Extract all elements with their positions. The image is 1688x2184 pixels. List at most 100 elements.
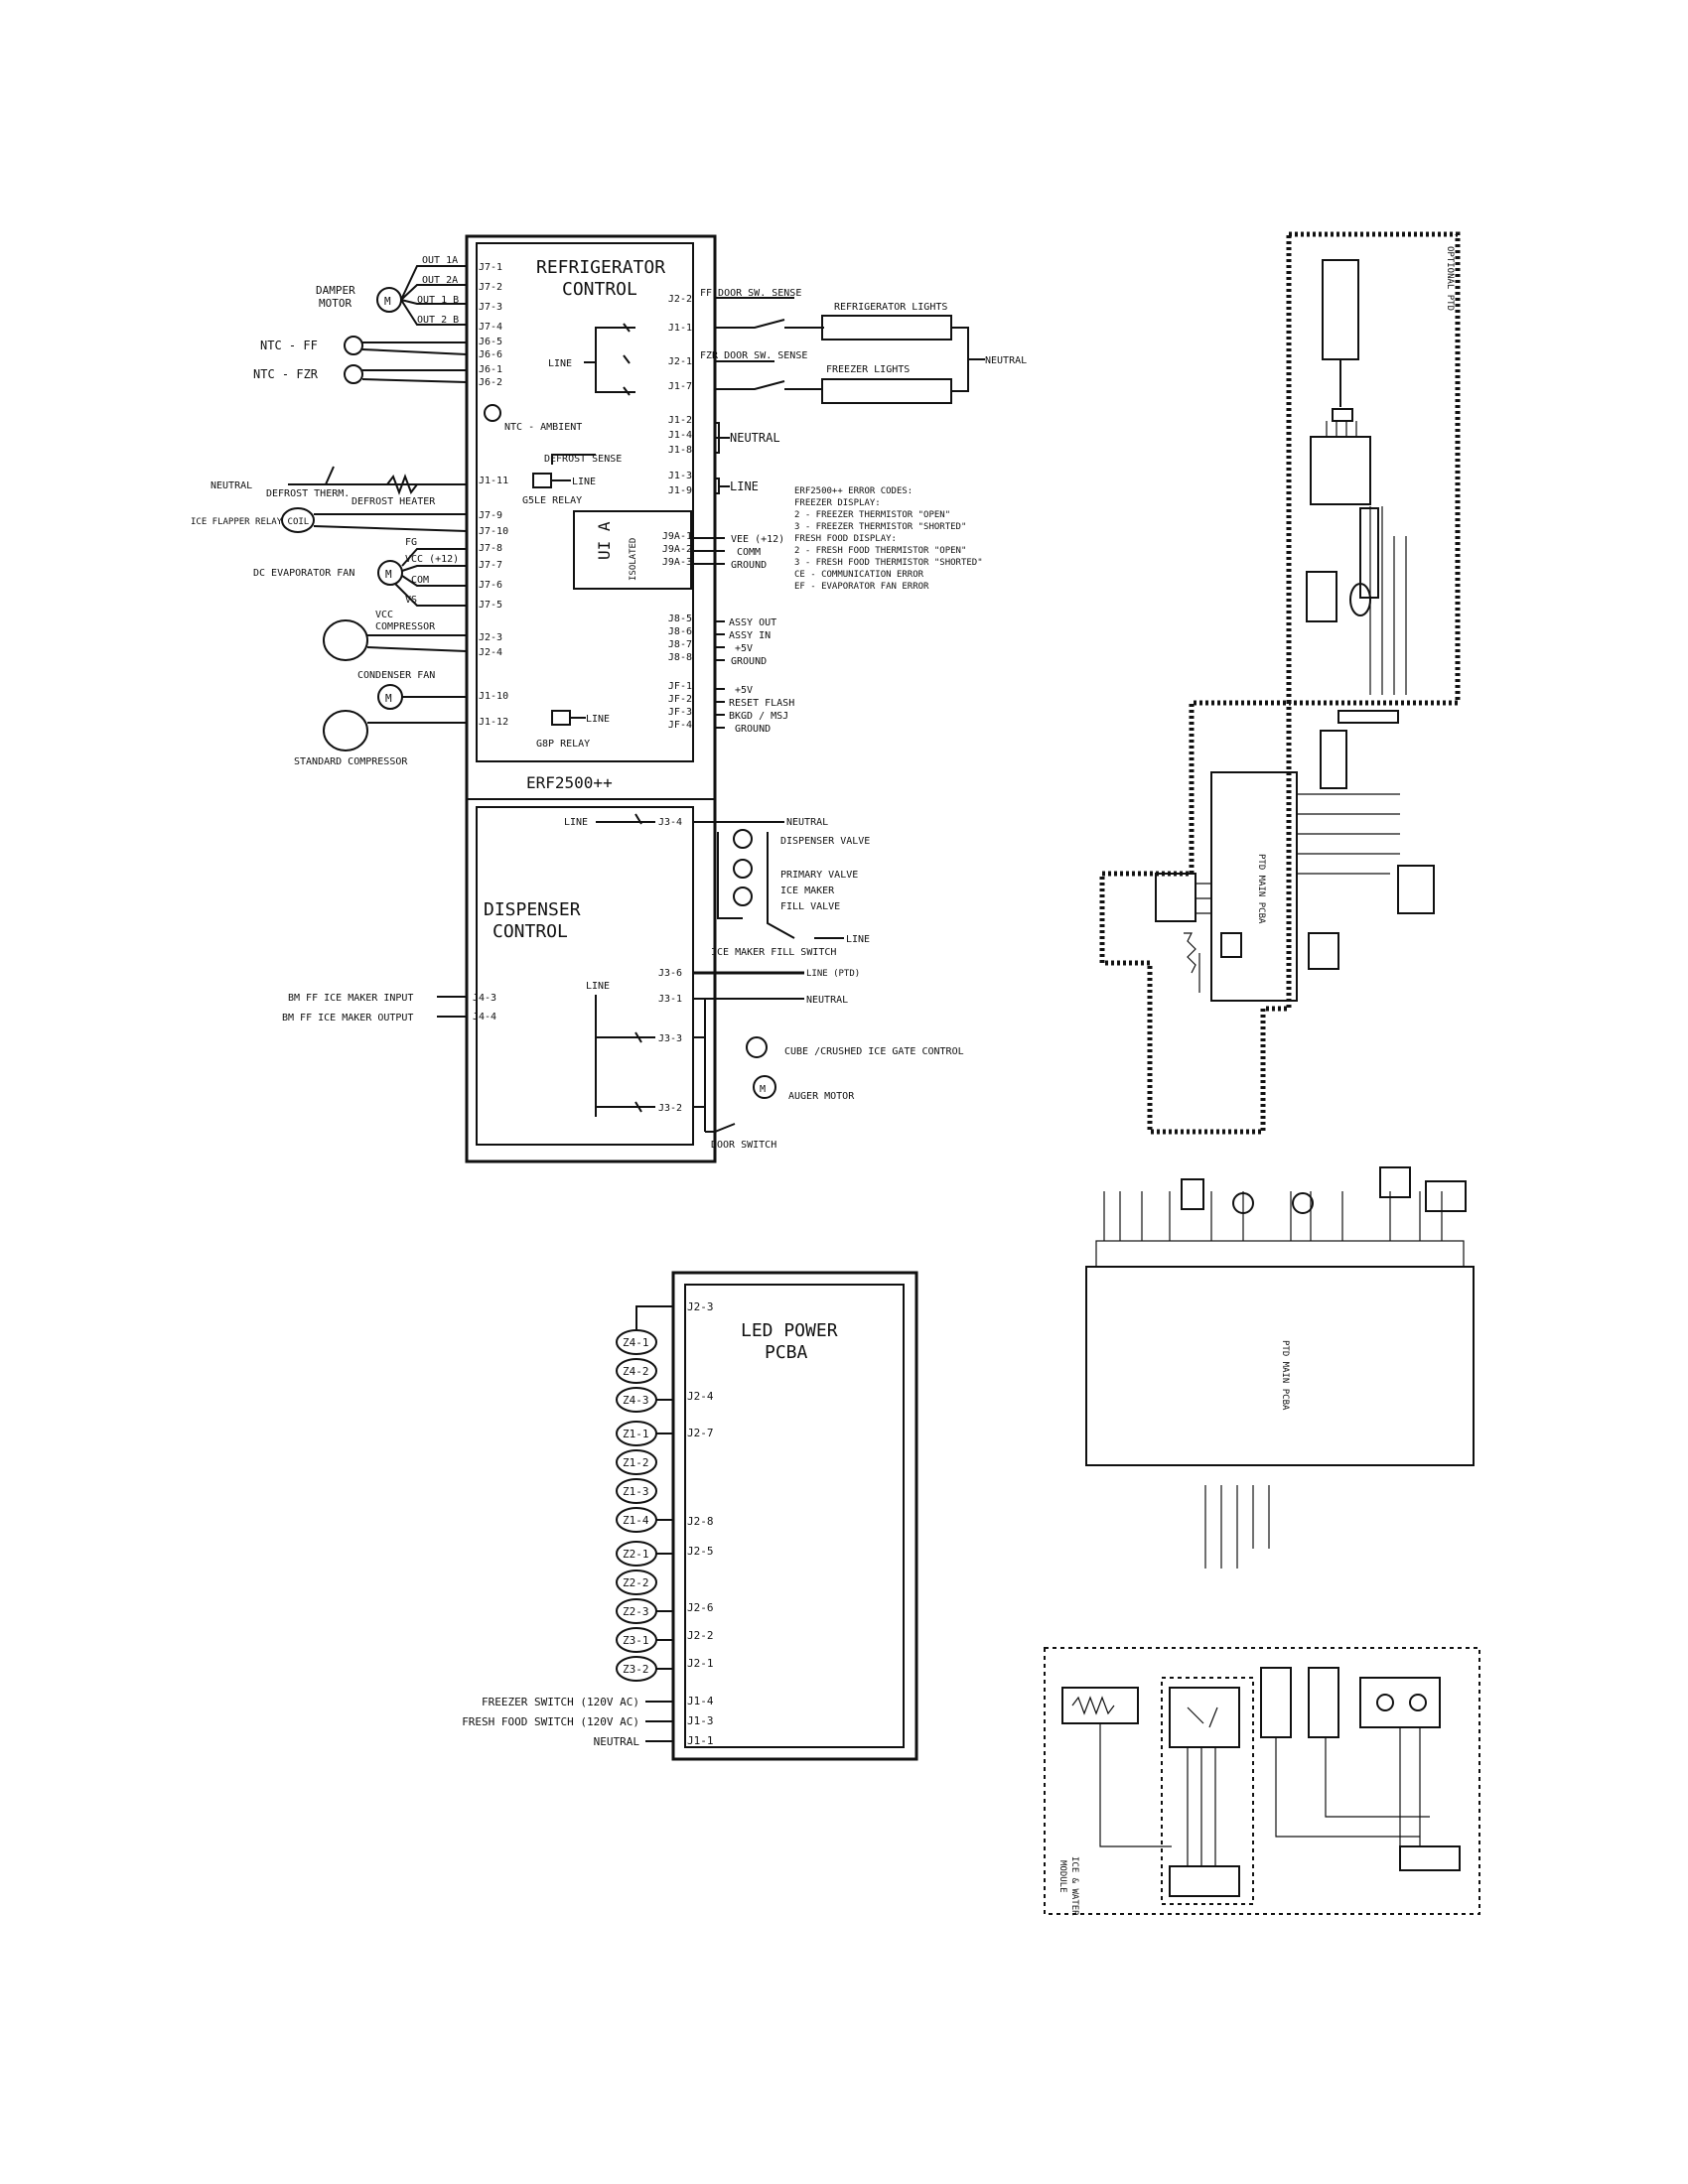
- dispenser-control: DISPENSER CONTROL J3-4 J3-6 J3-1 J3-3 J3…: [282, 813, 964, 1151]
- pin-label: JF-4: [668, 720, 692, 731]
- led-power-title-1: LED POWER: [741, 1320, 838, 1341]
- com-label: COM: [411, 575, 429, 586]
- pin-label: J8-5: [668, 614, 692, 624]
- pin-label: J1-3: [668, 471, 692, 481]
- zone-label: Z1-4: [623, 1514, 649, 1527]
- bkgd-label: BKGD / MSJ: [729, 711, 788, 722]
- pin-label: J8-7: [668, 639, 692, 650]
- refrigerator-lights-icon: [821, 315, 952, 341]
- plus5v-b-label: +5V: [735, 685, 753, 696]
- dispenser-line-right: LINE: [846, 934, 870, 945]
- ptd-display: [1322, 259, 1359, 360]
- zone-label: Z4-1: [623, 1336, 649, 1349]
- pin-label: J7-5: [479, 600, 502, 611]
- zone-label: Z1-3: [623, 1485, 649, 1498]
- pin-label: J2-5: [687, 1545, 714, 1558]
- pin-label: J6-2: [479, 377, 502, 388]
- pin-label: J1-8: [668, 445, 692, 456]
- pin-label: J7-8: [479, 543, 502, 554]
- ui-a-label: UI A: [595, 521, 614, 560]
- zone-icon: [616, 1358, 657, 1384]
- pin-label: J7-7: [479, 560, 502, 571]
- pin-label: J2-4: [479, 647, 502, 658]
- reset-flash-label: RESET FLASH: [729, 698, 794, 709]
- ptd-outline: [1099, 231, 1461, 1135]
- neutral-left-label: NEUTRAL: [211, 480, 252, 491]
- dispenser-title-2: CONTROL: [492, 921, 568, 942]
- out-1b-label: OUT 1 B: [417, 295, 459, 306]
- dispenser-neutral-top: NEUTRAL: [786, 817, 828, 828]
- optional-ptd-label: OPTIONAL PTD: [1445, 246, 1455, 311]
- led-neutral-label: NEUTRAL: [594, 1735, 640, 1748]
- pin-label: J2-4: [687, 1390, 714, 1403]
- dispenser-title-1: DISPENSER: [484, 899, 581, 920]
- pin-label: J2-3: [687, 1300, 714, 1313]
- vcc12-label: VCC (+12): [405, 554, 459, 565]
- dispenser-valve-label: DISPENSER VALVE: [780, 836, 870, 847]
- error-code-line: FREEZER DISPLAY:: [794, 498, 881, 508]
- zone-label: Z2-2: [623, 1576, 649, 1589]
- zone-label: Z3-1: [623, 1634, 649, 1647]
- ice-water-label-2: MODULE: [1057, 1860, 1067, 1893]
- error-code-line: CE - COMMUNICATION ERROR: [794, 570, 924, 580]
- motor-label: MOTOR: [319, 297, 352, 310]
- ff-door-label: FF DOOR SW. SENSE: [700, 288, 801, 299]
- pin-label: J7-4: [479, 322, 502, 333]
- control-model: ERF2500++: [526, 773, 613, 792]
- pin-label: J2-6: [687, 1601, 714, 1614]
- out-1a-label: OUT 1A: [422, 255, 458, 266]
- dispenser-control-panel: [476, 806, 694, 1146]
- primary-valve-icon: [733, 859, 753, 879]
- zone-label: Z4-2: [623, 1365, 649, 1378]
- zone-label: Z3-2: [623, 1663, 649, 1676]
- cube-crushed-label: CUBE /CRUSHED ICE GATE CONTROL: [784, 1046, 964, 1057]
- isolated-label: ISOLATED: [629, 538, 638, 581]
- refrigerator-control: REFRIGERATOR CONTROL ERF2500++ J7-1 J7-2…: [465, 234, 717, 1163]
- pin-label: J1-4: [668, 430, 692, 441]
- pin-label: J3-6: [658, 968, 682, 979]
- ice-water-module: ICE & WATER MODULE: [1044, 1647, 1480, 1916]
- error-code-line: ERF2500++ ERROR CODES:: [794, 486, 913, 496]
- assy-in-label: ASSY IN: [729, 630, 771, 641]
- vs-label: VS: [405, 595, 417, 606]
- svg-text:M: M: [384, 295, 391, 308]
- internal-line-label: LINE: [548, 358, 572, 369]
- pin-label: J1-10: [479, 691, 508, 702]
- ground3-label: GROUND: [735, 724, 771, 735]
- g8p-line-label: LINE: [586, 714, 610, 725]
- pin-label: J7-9: [479, 510, 502, 521]
- pin-label: J1-11: [479, 476, 508, 486]
- auger-motor-icon: [753, 1075, 776, 1099]
- zone-icon: [616, 1570, 657, 1595]
- pin-label: JF-3: [668, 707, 692, 718]
- refrigerator-control-title-2: CONTROL: [562, 279, 637, 300]
- pin-label: J2-2: [687, 1629, 714, 1642]
- ptd-bottom-label: PTD MAIN PCBA: [1280, 1340, 1290, 1411]
- g5le-line-label: LINE: [572, 477, 596, 487]
- pin-label: J9A-1: [662, 531, 692, 542]
- svg-text:M: M: [760, 1084, 766, 1095]
- defrost-therm-label: DEFROST THERM.: [266, 488, 350, 499]
- led-power-outline: [671, 1271, 918, 1761]
- bm-input-label: BM FF ICE MAKER INPUT: [288, 993, 413, 1004]
- neutral-right-label: NEUTRAL: [730, 431, 780, 445]
- ptd-connector: [1310, 436, 1371, 505]
- left-components: M OUT 1A OUT 2A OUT 1 B OUT 2 B DAMPER M…: [191, 255, 468, 767]
- comm-label: COMM: [737, 547, 761, 558]
- led-power-title-2: PCBA: [765, 1342, 808, 1363]
- ground2-label: GROUND: [731, 656, 767, 667]
- pin-label: J7-10: [479, 526, 508, 537]
- fill-valve-label: FILL VALVE: [780, 901, 840, 912]
- ptd-main-pcba-bottom: PTD MAIN PCBA: [1085, 1166, 1475, 1569]
- fzr-door-label: FZR DOOR SW. SENSE: [700, 350, 807, 361]
- damper-label: DAMPER: [316, 284, 355, 297]
- ice-water-outline: [1044, 1647, 1480, 1915]
- pin-label: J7-6: [479, 580, 502, 591]
- zone-label: Z2-1: [623, 1548, 649, 1561]
- line-right-label: LINE: [730, 479, 759, 493]
- g8p-relay-label: G8P RELAY: [536, 739, 590, 750]
- g5le-relay-label: G5LE RELAY: [522, 495, 582, 506]
- ice-maker-fill-switch-label: ICE MAKER FILL SWITCH: [711, 947, 836, 958]
- pin-label: J6-5: [479, 337, 502, 347]
- out-2b-label: OUT 2 B: [417, 315, 459, 326]
